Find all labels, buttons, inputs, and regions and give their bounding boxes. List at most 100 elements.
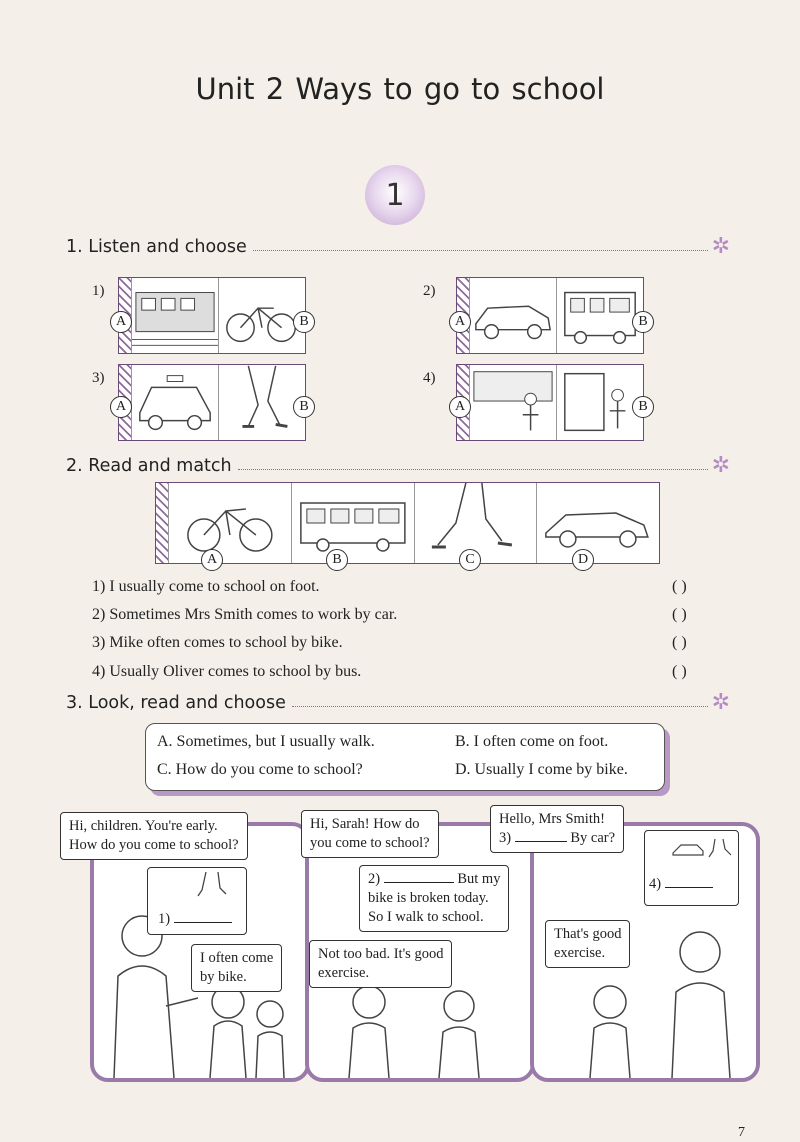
- bus-picture: [556, 278, 643, 353]
- sentence-text: Sometimes Mrs Smith comes to work by car…: [109, 606, 398, 623]
- sentence-text: Usually Oliver comes to school by bus.: [109, 663, 362, 680]
- bus-icon: [299, 502, 406, 552]
- page-number: 7: [738, 1125, 745, 1140]
- star-icon: ✲: [711, 690, 730, 715]
- dotted-leader: [252, 249, 708, 251]
- answer-blank[interactable]: [664, 876, 713, 888]
- choice-b-circle[interactable]: B: [293, 396, 315, 418]
- bubble-question-sarah: Hi, Sarah! How do you come to school?: [301, 810, 439, 858]
- item-2-number: 2): [423, 283, 436, 299]
- bubble-boy: Not too bad. It's good exercise.: [309, 940, 453, 988]
- car-picture: [469, 278, 556, 353]
- frame-edge: [156, 483, 168, 563]
- teacher-and-girl-illustration: [113, 915, 285, 1078]
- bicycle-icon: [187, 508, 273, 552]
- lesson-number-badge: 1: [365, 165, 425, 225]
- sentence-2: 2) Sometimes Mrs Smith comes to work by …: [92, 606, 397, 624]
- answer-1-line[interactable]: 1): [158, 910, 232, 929]
- item-1-picture-frame: [118, 277, 306, 354]
- bubble-question-mrs-smith: Hello, Mrs Smith! 3) By car?: [490, 805, 625, 853]
- sentence-number: 2): [92, 606, 106, 623]
- choice-a-circle[interactable]: A: [449, 311, 471, 333]
- doorway-picture: [556, 365, 643, 440]
- section-1-heading: 1. Listen and choose ✲: [66, 236, 730, 258]
- answer-bracket[interactable]: ( ): [672, 578, 687, 595]
- answer-3-line[interactable]: 3) By car?: [499, 830, 616, 846]
- option-b: B. I often come on foot.: [455, 733, 609, 750]
- answer-2-line[interactable]: 2) But my: [368, 871, 501, 887]
- item-1-number: 1): [92, 283, 105, 299]
- sentence-text: I usually come to school on foot.: [109, 578, 320, 595]
- section-2-title: 2. Read and match: [66, 456, 232, 476]
- answer-bracket[interactable]: ( ): [672, 663, 687, 680]
- answer-blank[interactable]: [383, 871, 454, 883]
- match-bike-picture: [168, 483, 291, 563]
- answer-4-line[interactable]: 4): [649, 875, 713, 894]
- section-3-title: 3. Look, read and choose: [66, 693, 286, 713]
- item-4-picture-frame: [456, 364, 644, 441]
- section-1-title: 1. Listen and choose: [66, 237, 247, 257]
- door-icon: [564, 372, 626, 432]
- answer-bracket[interactable]: ( ): [672, 606, 687, 623]
- walking-feet-icon: [197, 872, 227, 897]
- walking-picture: [218, 365, 305, 440]
- bubble-answer-4: 4): [644, 830, 739, 906]
- sentence-number: 4): [92, 663, 106, 680]
- option-a: A. Sometimes, but I usually walk.: [157, 733, 375, 750]
- boy-and-girl-illustration: [348, 985, 480, 1078]
- answer-blank[interactable]: [514, 830, 567, 842]
- walking-legs-icon: [242, 365, 288, 428]
- bubble-girl: I often come by bike.: [191, 944, 283, 992]
- choice-b-circle[interactable]: B: [293, 311, 315, 333]
- item-3-picture-frame: [118, 364, 306, 441]
- taxi-icon: [139, 375, 211, 431]
- sentence-number: 1): [92, 578, 106, 595]
- choice-a-circle[interactable]: A: [449, 396, 471, 418]
- car-and-walk-icon: [672, 838, 732, 858]
- options-box: [145, 723, 665, 791]
- match-car-picture: [536, 483, 659, 563]
- bubble-good-exercise: That's good exercise.: [545, 920, 631, 968]
- page-title: Unit 2 Ways to go to school: [195, 72, 605, 106]
- dotted-leader: [237, 468, 708, 470]
- answer-blank[interactable]: [173, 911, 232, 923]
- option-c: C. How do you come to school?: [157, 761, 363, 778]
- star-icon: ✲: [711, 234, 730, 259]
- item-3-number: 3): [92, 370, 105, 386]
- sentence-3: 3) Mike often comes to school by bike.: [92, 634, 343, 652]
- sentence-text: Mike often comes to school by bike.: [109, 634, 343, 651]
- bubble-answer-2: 2) But my bike is broken today. So I wal…: [359, 865, 510, 932]
- sentence-1: 1) I usually come to school on foot.: [92, 578, 320, 596]
- school-gate-picture: [469, 365, 556, 440]
- match-bus-picture: [290, 483, 414, 563]
- car-icon: [545, 512, 650, 548]
- bicycle-icon: [226, 307, 296, 343]
- dotted-leader: [291, 705, 708, 707]
- choice-b-circle[interactable]: B: [632, 311, 654, 333]
- bubble-answer-1: 1): [147, 867, 247, 935]
- label-d-circle: D: [572, 549, 594, 571]
- choice-a-circle[interactable]: A: [110, 396, 132, 418]
- match-walk-picture: [413, 483, 537, 563]
- item-2-picture-frame: [456, 277, 644, 354]
- option-d: D. Usually I come by bike.: [455, 761, 628, 778]
- label-b-circle: B: [326, 549, 348, 571]
- star-icon: ✲: [711, 453, 730, 478]
- people-icon: [473, 371, 553, 431]
- walking-legs-icon: [431, 483, 512, 549]
- section-2-heading: 2. Read and match ✲: [66, 455, 730, 477]
- choice-a-circle[interactable]: A: [110, 311, 132, 333]
- bike-picture: [218, 278, 305, 353]
- answer-bracket[interactable]: ( ): [672, 634, 687, 651]
- train-picture: [131, 278, 218, 353]
- sentence-4: 4) Usually Oliver comes to school by bus…: [92, 663, 361, 681]
- bubble-teacher-question: Hi, children. You're early. How do you c…: [60, 812, 248, 860]
- train-icon: [132, 292, 218, 346]
- section-3-heading: 3. Look, read and choose ✲: [66, 692, 730, 714]
- taxi-picture: [131, 365, 218, 440]
- label-a-circle: A: [201, 549, 223, 571]
- choice-b-circle[interactable]: B: [632, 396, 654, 418]
- car-icon: [475, 305, 552, 340]
- label-c-circle: C: [459, 549, 481, 571]
- bus-icon: [564, 291, 636, 345]
